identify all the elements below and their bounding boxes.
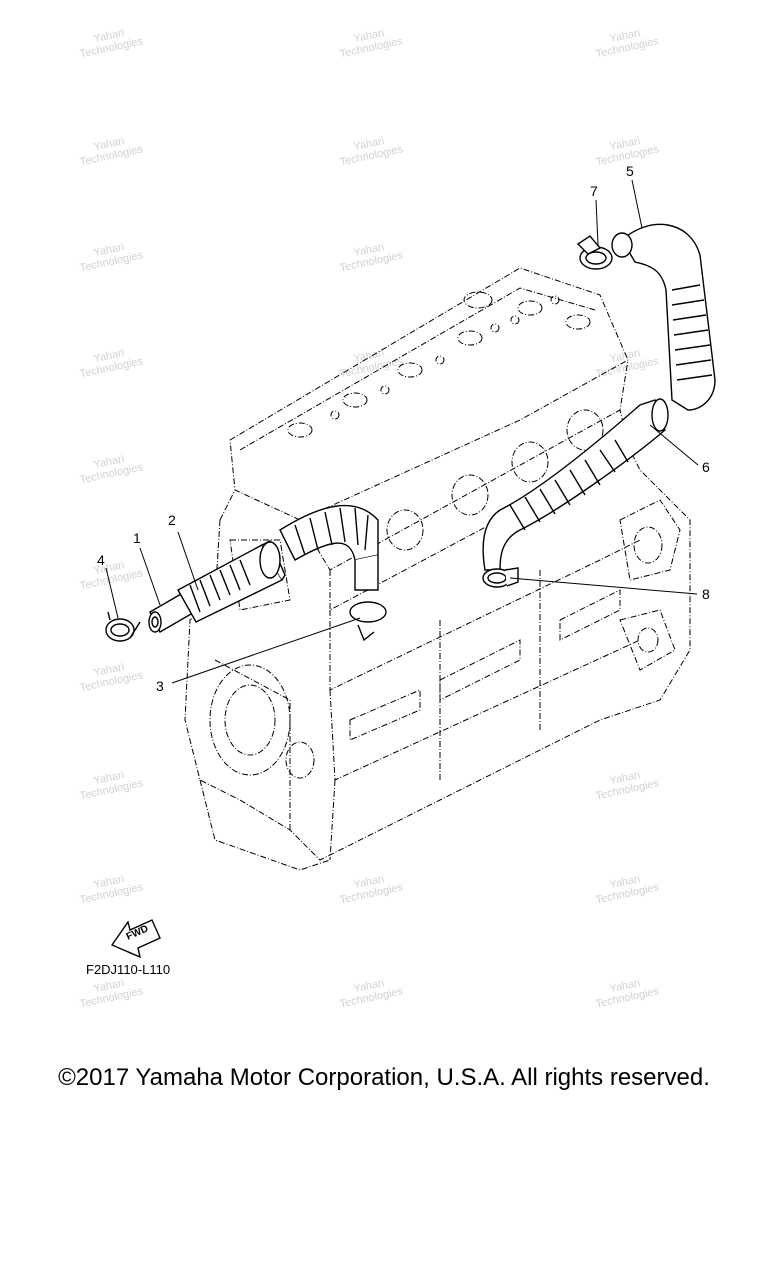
part-5-hose <box>611 223 716 411</box>
callout-3: 3 <box>156 678 164 694</box>
diagram-code: F2DJ110-L110 <box>86 962 171 977</box>
part-4-clip <box>105 611 141 642</box>
part-6-hose <box>482 398 669 571</box>
elbow-hose-front <box>279 504 379 591</box>
leader-lines <box>105 179 699 684</box>
engine-block-outline <box>184 267 691 871</box>
part-8-clamp <box>482 567 519 588</box>
part-3-clip <box>349 601 387 642</box>
callout-5: 5 <box>626 163 634 179</box>
copyright-notice: ©2017 Yamaha Motor Corporation, U.S.A. A… <box>58 1064 710 1091</box>
callout-7: 7 <box>590 183 598 199</box>
callout-2: 2 <box>168 512 176 528</box>
callout-8: 8 <box>702 586 710 602</box>
fwd-arrow-icon: FWD <box>110 919 161 959</box>
part-7-clamp <box>576 235 613 270</box>
part-1-tube <box>148 589 199 633</box>
callout-1: 1 <box>133 530 141 546</box>
part-2-hose <box>177 540 286 623</box>
callout-6: 6 <box>702 459 710 475</box>
callout-4: 4 <box>97 552 105 568</box>
